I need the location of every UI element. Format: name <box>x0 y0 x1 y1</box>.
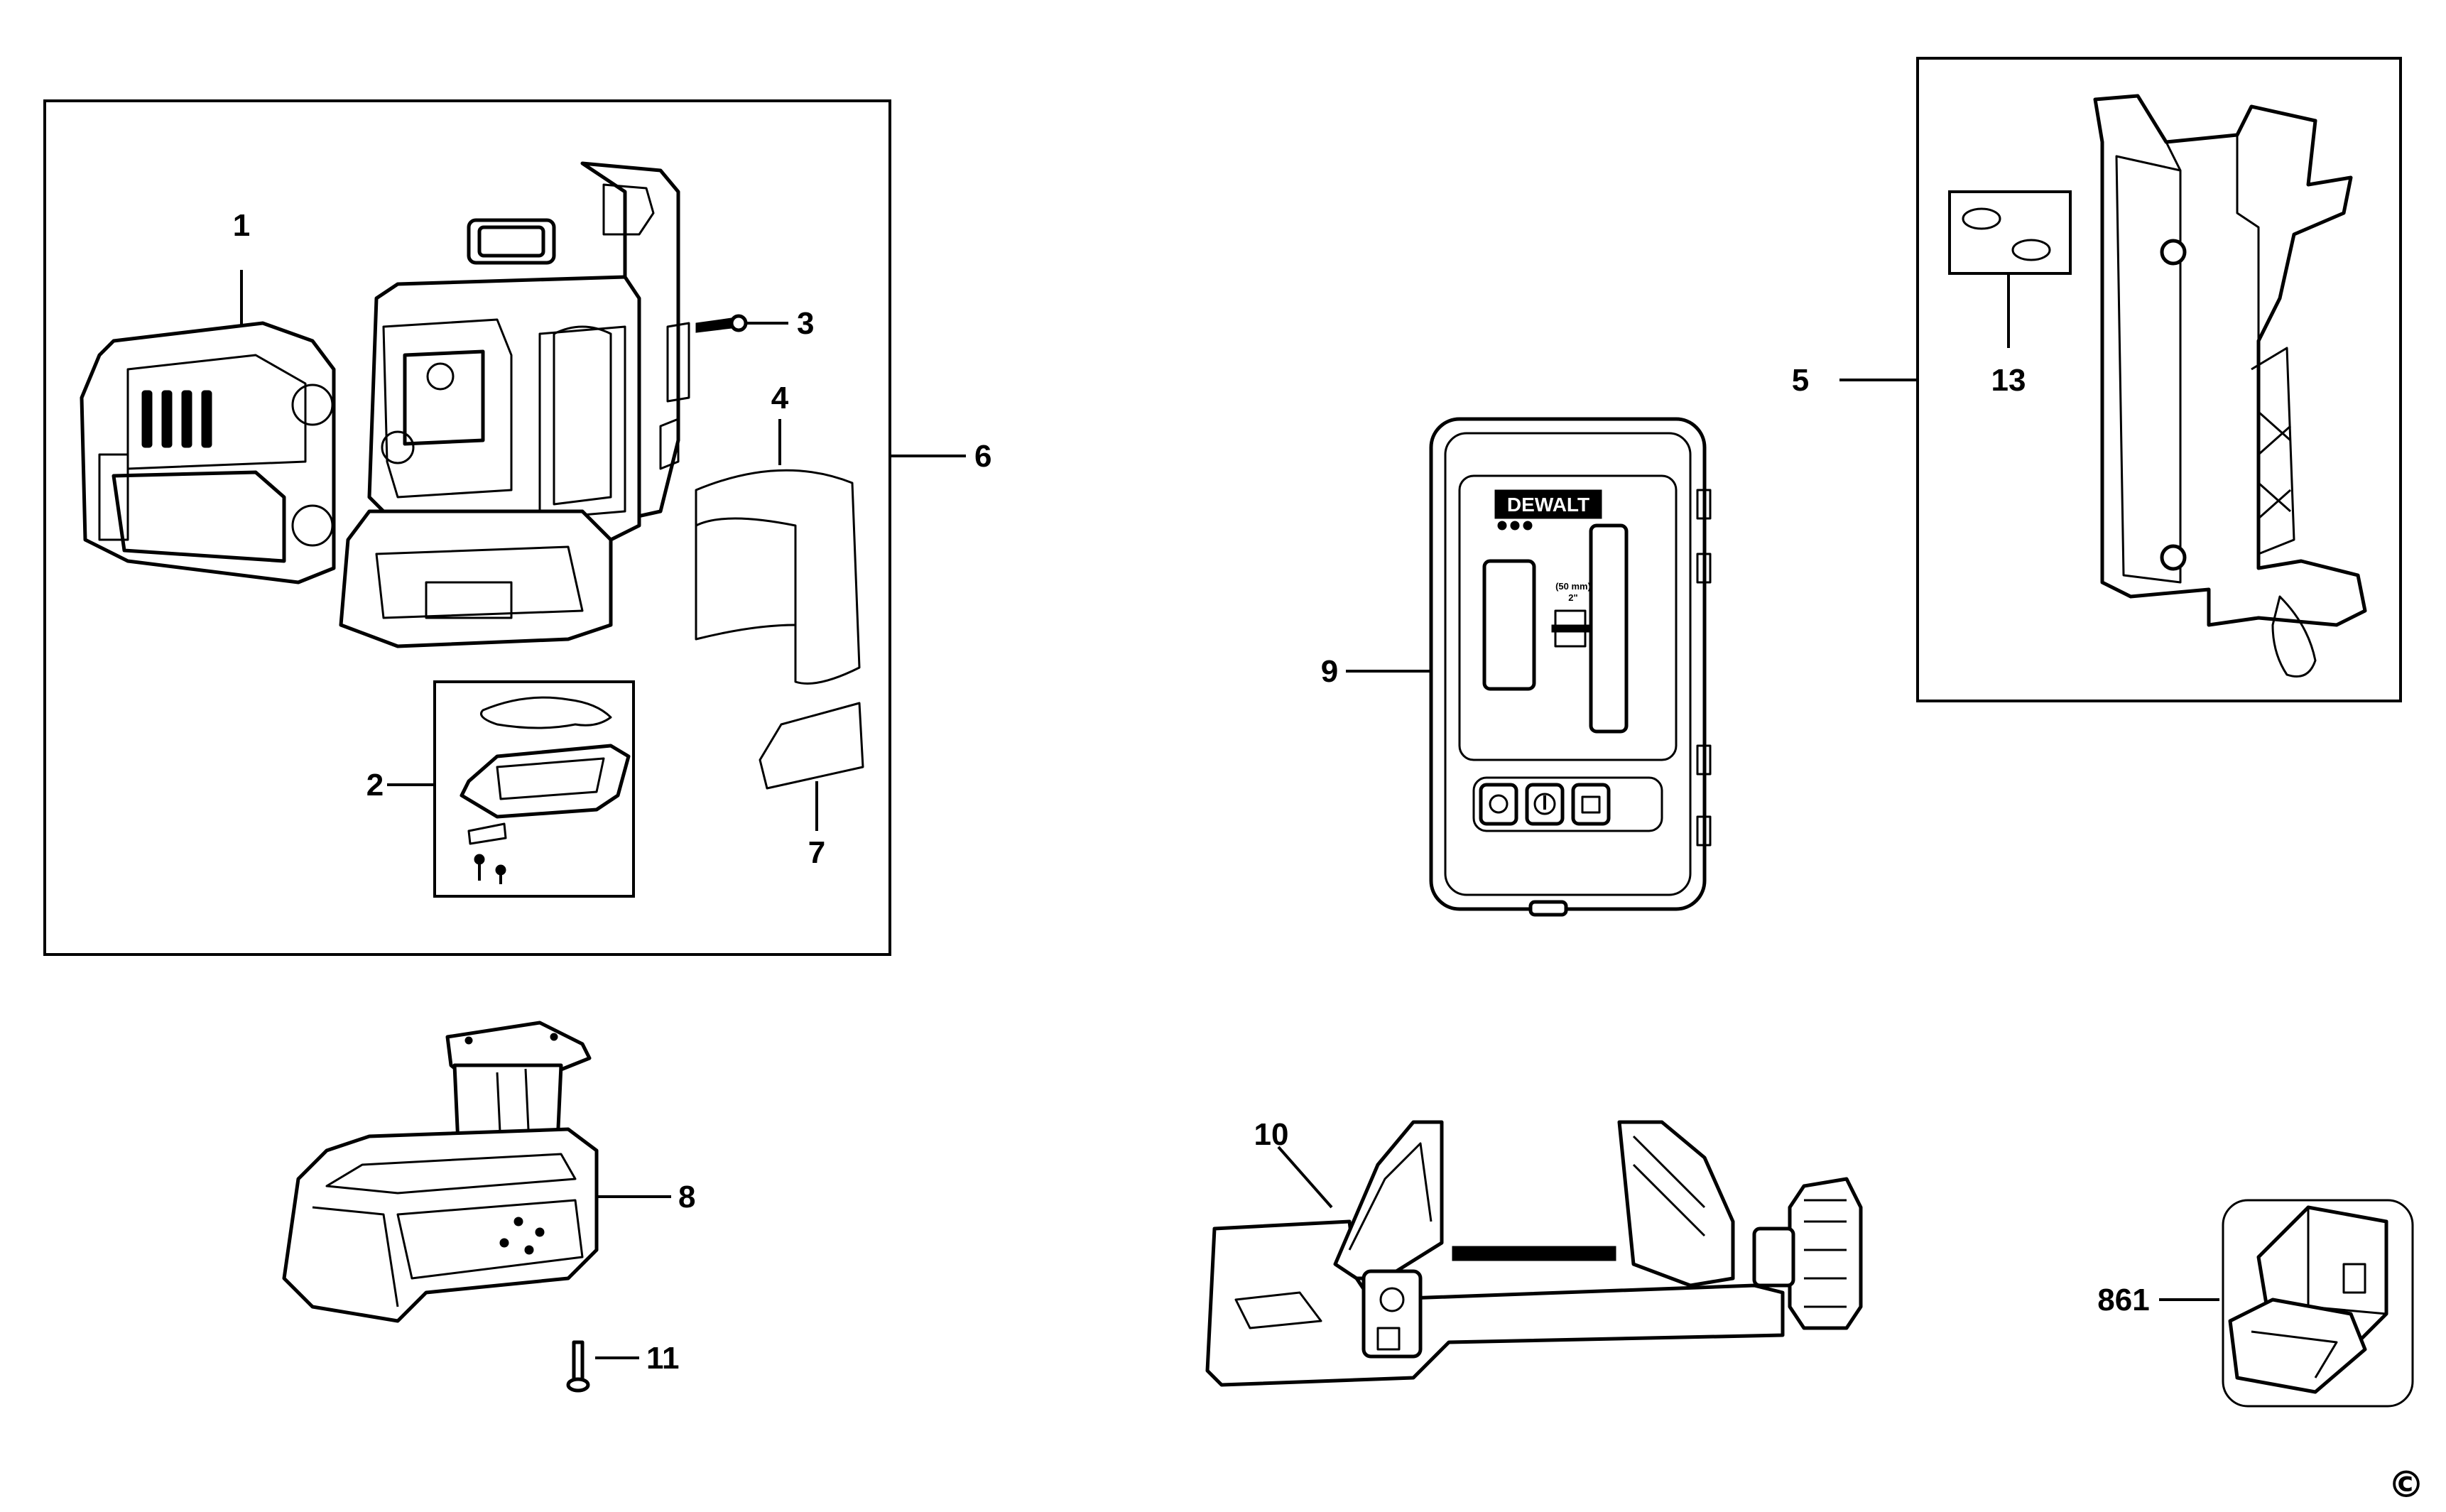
mark-in: 2" <box>1568 592 1577 603</box>
mark-mm: (50 mm) <box>1555 581 1591 592</box>
laser-cover-part-1 <box>80 321 336 584</box>
label-7: 7 <box>808 835 825 870</box>
sticker-part-13 <box>1948 190 2072 275</box>
label-13: 13 <box>1991 363 2026 398</box>
assembly-6-box <box>43 99 891 956</box>
screw-part-3 <box>695 314 748 333</box>
label-5: 5 <box>1792 363 1809 398</box>
label-861: 861 <box>2097 1283 2149 1317</box>
label-9: 9 <box>1321 654 1338 689</box>
mount-plate-part-2 <box>460 696 631 884</box>
clamp-part-10 <box>1205 1120 1863 1387</box>
screw-part-11 <box>566 1340 590 1393</box>
bracket-part-5 <box>2093 94 2367 678</box>
label-6: 6 <box>974 439 991 474</box>
brand-plate <box>1494 489 1602 519</box>
case-part-861 <box>2222 1199 2414 1408</box>
brand-text: DEWALT <box>1507 494 1589 516</box>
label-1: 1 <box>233 208 250 243</box>
label-2: 2 <box>366 768 384 803</box>
clamp-screw-thread <box>1452 1246 1616 1261</box>
laser-main-body <box>339 161 690 648</box>
label-4: 4 <box>771 381 789 415</box>
label-8: 8 <box>678 1180 695 1214</box>
part-2-box <box>433 680 635 898</box>
copyright-mark: © <box>2388 1464 2425 1506</box>
label-part-7 <box>759 702 864 790</box>
battery-pack-part-8 <box>282 1021 599 1323</box>
label-10: 10 <box>1254 1117 1289 1152</box>
label-11: 11 <box>646 1341 680 1376</box>
label-3: 3 <box>797 306 814 341</box>
leader-10 <box>1277 1146 1333 1209</box>
label-sheet-part-4 <box>695 469 861 685</box>
laser-detector-part-9: DEWALT (50 mm) 2" <box>1429 417 1712 917</box>
